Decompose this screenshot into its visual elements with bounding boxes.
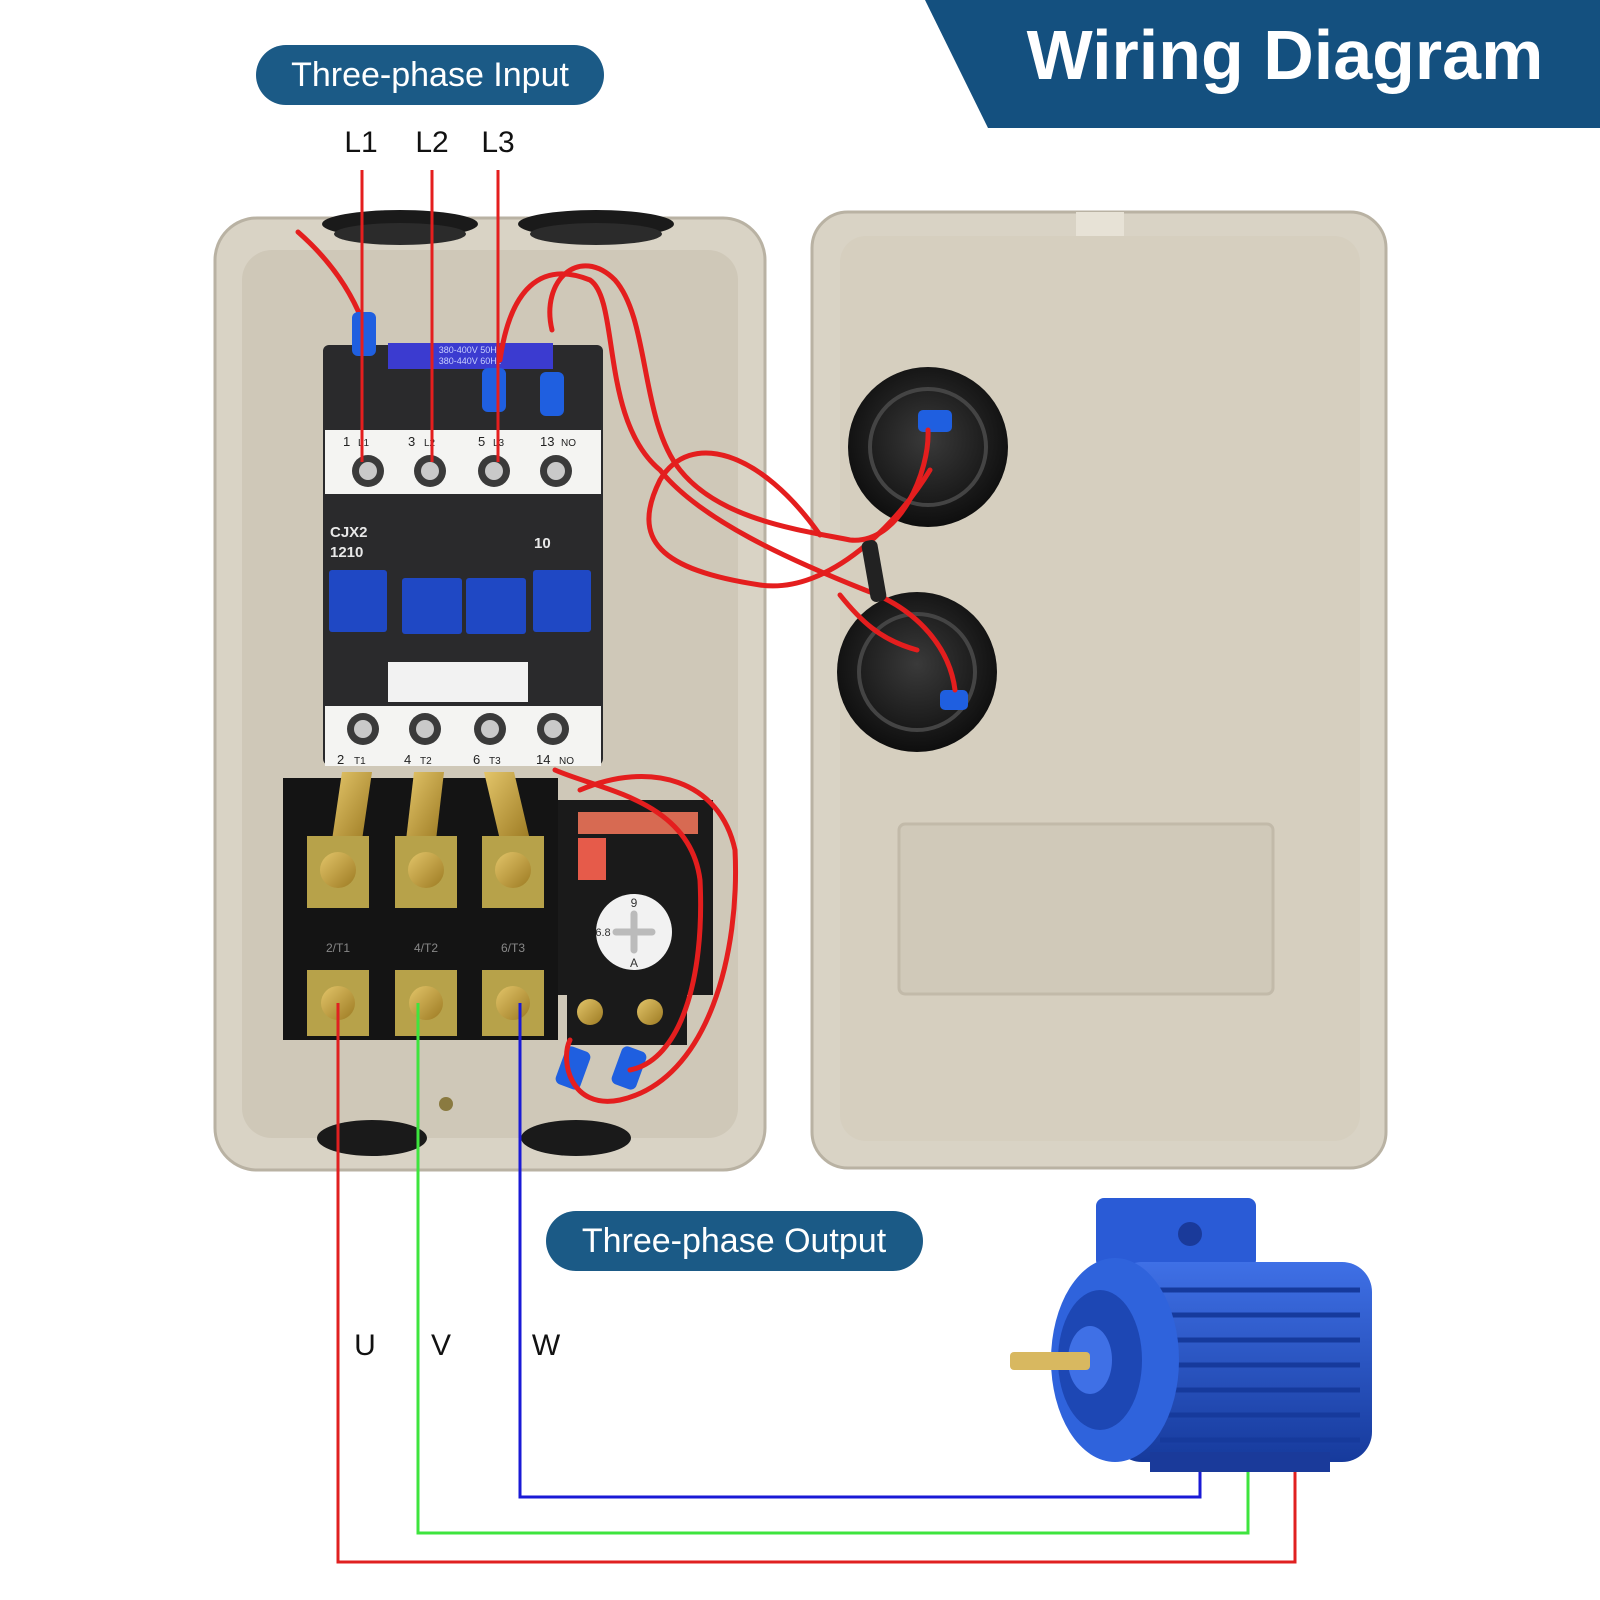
bottom-terminal-2: 2 T1 [337, 713, 379, 767]
lid-label-recess [897, 822, 1275, 996]
phase-label-l2: L2 [415, 126, 448, 159]
ferrule-l3 [482, 368, 506, 412]
svg-text:3: 3 [408, 434, 415, 449]
svg-text:T2: T2 [420, 756, 432, 767]
svg-text:2: 2 [337, 752, 344, 767]
contactor-model: CJX2 [330, 524, 368, 541]
svg-text:14: 14 [536, 752, 550, 767]
contactor-pad-3 [466, 578, 526, 634]
phase-label-l3: L3 [481, 126, 514, 159]
svg-text:13: 13 [540, 434, 554, 449]
contactor-label-plate [388, 662, 528, 702]
control-wiring [295, 229, 958, 1104]
svg-text:1: 1 [343, 434, 350, 449]
svg-text:NO: NO [561, 438, 576, 449]
lid-latch [1076, 212, 1124, 236]
svg-text:L1: L1 [358, 438, 370, 449]
input-lines [360, 170, 500, 462]
top-terminal-1: 1 L1 [343, 434, 384, 487]
contactor-pad-4 [533, 570, 591, 632]
phase-label-w: W [532, 1329, 561, 1362]
rating-line-1: 380-400V 50Hz [439, 345, 502, 355]
bottom-grommet-left [317, 1120, 427, 1156]
output-label: Three-phase Output [582, 1222, 887, 1260]
contactor-pad-1 [329, 570, 387, 632]
relay-tag-t1: 2/T1 [326, 941, 350, 955]
svg-text:NO: NO [559, 756, 574, 767]
output-pill: Three-phase Output [546, 1211, 923, 1271]
motor-icon [1010, 1198, 1372, 1472]
svg-text:T3: T3 [489, 756, 501, 767]
svg-text:L2: L2 [424, 438, 436, 449]
relay-tag-t3: 6/T3 [501, 941, 525, 955]
ground-screw [439, 1097, 453, 1111]
contactor: 380-400V 50Hz 380-440V 60Hz 1 L1 3 L2 5 … [323, 343, 603, 767]
banner-shape [925, 0, 1600, 128]
phase-label-u: U [354, 1329, 376, 1362]
line-v [416, 1003, 1250, 1535]
svg-text:5: 5 [478, 434, 485, 449]
ferrule-l1 [352, 312, 376, 356]
input-pill: Three-phase Input [256, 45, 604, 105]
cable-tie [861, 540, 887, 602]
ferrule-aux [540, 372, 564, 416]
bottom-terminal-6: 6 T3 [473, 713, 506, 767]
line-w [518, 1003, 1202, 1499]
rating-line-2: 380-440V 60Hz [439, 356, 502, 366]
relay-dial-unit: A [630, 956, 638, 970]
contactor-model-code: 1210 [330, 544, 363, 561]
title-banner: Wiring Diagram [925, 0, 1600, 128]
relay-reset-button[interactable] [578, 838, 606, 880]
output-lines [336, 1003, 1297, 1564]
phase-label-l1: L1 [344, 126, 377, 159]
bottom-terminal-4: 4 T2 [404, 713, 441, 767]
contactor-pad-2 [402, 578, 462, 634]
bottom-grommet-right [521, 1120, 631, 1156]
svg-text:T1: T1 [354, 756, 366, 767]
phase-label-v: V [431, 1329, 451, 1362]
input-label: Three-phase Input [291, 56, 569, 94]
rating-strip [388, 343, 553, 369]
contactor-aux-code: 10 [534, 535, 551, 552]
line-u [336, 1003, 1297, 1564]
relay-dial-top: 9 [631, 896, 638, 910]
thermal-relay: 2/T1 4/T2 6/T3 9 6.8 A [283, 772, 713, 1090]
relay-dial-left: 6.8 [595, 927, 610, 939]
svg-text:4: 4 [404, 752, 411, 767]
top-terminal-3: 3 L2 [408, 434, 446, 487]
top-terminal-13: 13 NO [540, 434, 576, 487]
relay-tag-t2: 4/T2 [414, 941, 438, 955]
page-title: Wiring Diagram [1027, 16, 1544, 94]
enclosure-lid [810, 210, 1388, 1170]
svg-text:6: 6 [473, 752, 480, 767]
bottom-terminal-14: 14 NO [536, 713, 574, 767]
